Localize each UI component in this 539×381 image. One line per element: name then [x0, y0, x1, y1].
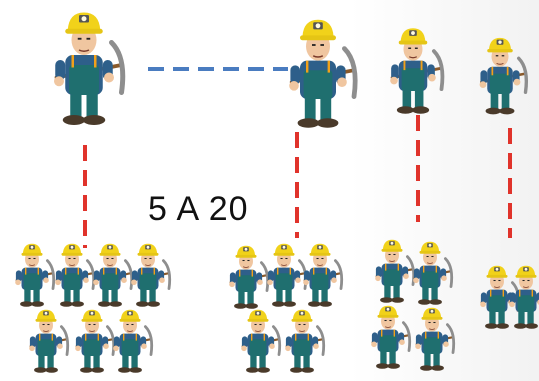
miner-icon: [411, 240, 454, 307]
miner-icon: [289, 20, 355, 128]
miner-icon: [507, 264, 539, 331]
miner-icon: [413, 306, 456, 373]
miner-icon: [111, 308, 154, 375]
miner-icon: [13, 242, 56, 309]
miner-icon: [129, 242, 172, 309]
ratio-label: 5 A 20: [148, 190, 249, 228]
miner-icon: [388, 26, 445, 116]
miner-icon: [73, 308, 116, 375]
miner-icon: [239, 308, 282, 375]
miner-icon: [369, 304, 412, 371]
miner-icon: [477, 36, 529, 117]
miner-icon: [283, 308, 326, 375]
miner-icon: [91, 242, 134, 309]
miner-icon: [27, 308, 70, 375]
miner-icon: [301, 242, 344, 309]
miner-icon: [373, 238, 416, 305]
miner-icon: [227, 244, 270, 311]
miner-icon: [265, 242, 308, 309]
miner-icon: [53, 242, 96, 309]
miner-icon: [54, 13, 123, 126]
